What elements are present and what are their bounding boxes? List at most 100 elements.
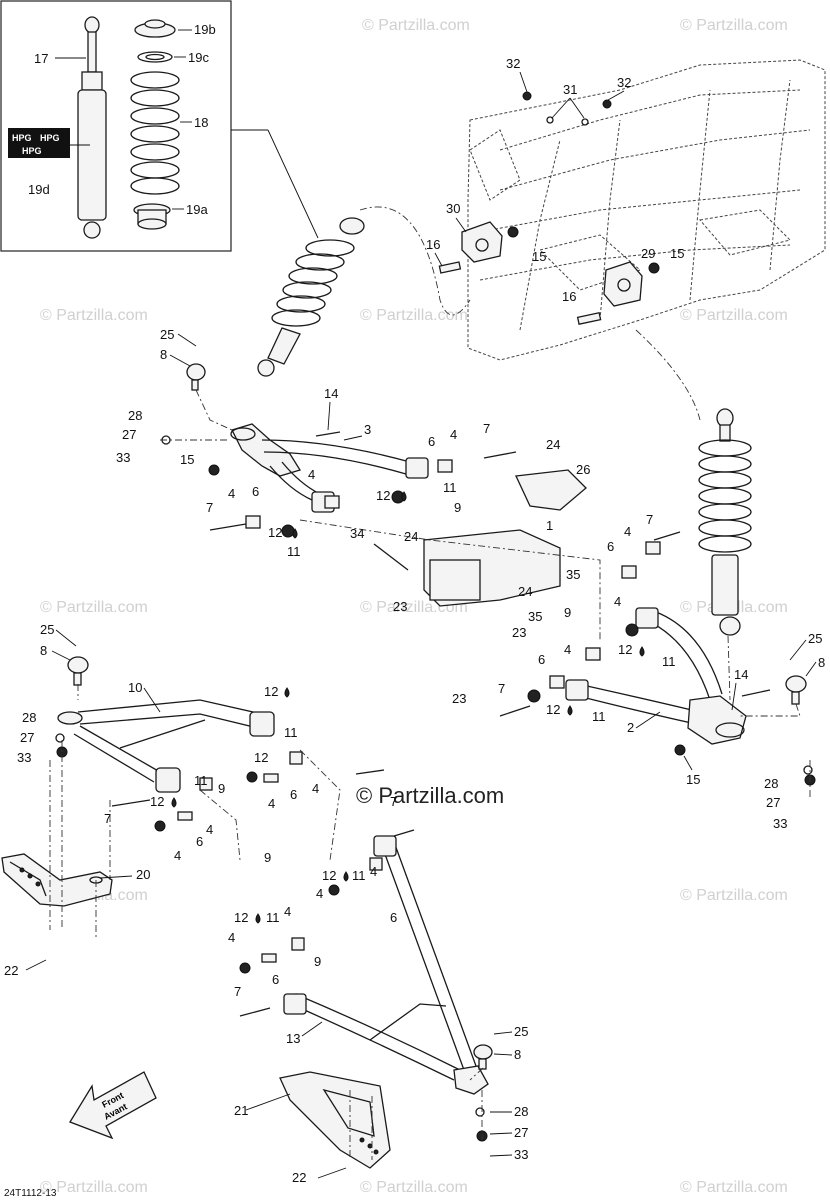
callout-25[interactable]: 25	[40, 622, 54, 637]
callout-6[interactable]: 6	[272, 972, 279, 987]
callout-23[interactable]: 23	[393, 599, 407, 614]
callout-33[interactable]: 33	[773, 816, 787, 831]
callout-7[interactable]: 7	[483, 421, 490, 436]
callout-4[interactable]: 4	[564, 642, 571, 657]
callout-4[interactable]: 4	[308, 467, 315, 482]
callout-26[interactable]: 26	[576, 462, 590, 477]
callout-12[interactable]: 12	[254, 750, 268, 765]
callout-32[interactable]: 32	[506, 56, 520, 71]
callout-11[interactable]: 11	[592, 709, 606, 724]
callout-11[interactable]: 11	[194, 773, 208, 788]
callout-4[interactable]: 4	[228, 486, 235, 501]
callout-11[interactable]: 11	[662, 654, 676, 669]
callout-28[interactable]: 28	[22, 710, 36, 725]
callout-19d[interactable]: 19d	[28, 182, 50, 197]
callout-6[interactable]: 6	[390, 910, 397, 925]
callout-1[interactable]: 1	[546, 518, 553, 533]
callout-7[interactable]: 7	[206, 500, 213, 515]
callout-7[interactable]: 7	[646, 512, 653, 527]
callout-19c[interactable]: 19c	[188, 50, 209, 65]
callout-9[interactable]: 9	[264, 850, 271, 865]
callout-17[interactable]: 17	[34, 51, 48, 66]
callout-6[interactable]: 6	[428, 434, 435, 449]
callout-12[interactable]: 12	[618, 642, 632, 657]
callout-28[interactable]: 28	[514, 1104, 528, 1119]
callout-11[interactable]: 11	[443, 480, 457, 495]
callout-4[interactable]: 4	[206, 822, 213, 837]
callout-30[interactable]: 30	[446, 201, 460, 216]
callout-24[interactable]: 24	[518, 584, 532, 599]
callout-7[interactable]: 7	[104, 811, 111, 826]
callout-29[interactable]: 29	[641, 246, 655, 261]
callout-11[interactable]: 11	[266, 910, 280, 925]
callout-35[interactable]: 35	[528, 609, 542, 624]
callout-15[interactable]: 15	[180, 452, 194, 467]
callout-18[interactable]: 18	[194, 115, 208, 130]
callout-4[interactable]: 4	[284, 904, 291, 919]
callout-14[interactable]: 14	[734, 667, 748, 682]
callout-20[interactable]: 20	[136, 867, 150, 882]
callout-15[interactable]: 15	[670, 246, 684, 261]
callout-4[interactable]: 4	[450, 427, 457, 442]
callout-19a[interactable]: 19a	[186, 202, 208, 217]
callout-6[interactable]: 6	[196, 834, 203, 849]
callout-4[interactable]: 4	[174, 848, 181, 863]
callout-3[interactable]: 3	[364, 422, 371, 437]
callout-23[interactable]: 23	[452, 691, 466, 706]
callout-16[interactable]: 16	[562, 289, 576, 304]
callout-22[interactable]: 22	[4, 963, 18, 978]
callout-9[interactable]: 9	[218, 781, 225, 796]
callout-31[interactable]: 31	[563, 82, 577, 97]
callout-27[interactable]: 27	[20, 730, 34, 745]
callout-23[interactable]: 23	[512, 625, 526, 640]
callout-8[interactable]: 8	[818, 655, 825, 670]
callout-22[interactable]: 22	[292, 1170, 306, 1185]
callout-4[interactable]: 4	[316, 886, 323, 901]
callout-28[interactable]: 28	[128, 408, 142, 423]
callout-15[interactable]: 15	[686, 772, 700, 787]
callout-27[interactable]: 27	[514, 1125, 528, 1140]
callout-4[interactable]: 4	[614, 594, 621, 609]
callout-21[interactable]: 21	[234, 1103, 248, 1118]
callout-33[interactable]: 33	[17, 750, 31, 765]
callout-24[interactable]: 24	[404, 529, 418, 544]
callout-12[interactable]: 12	[268, 525, 282, 540]
callout-4[interactable]: 4	[624, 524, 631, 539]
callout-4[interactable]: 4	[268, 796, 275, 811]
callout-12[interactable]: 12	[150, 794, 164, 809]
callout-33[interactable]: 33	[514, 1147, 528, 1162]
callout-6[interactable]: 6	[290, 787, 297, 802]
callout-24[interactable]: 24	[546, 437, 560, 452]
callout-11[interactable]: 11	[287, 544, 301, 559]
callout-13[interactable]: 13	[286, 1031, 300, 1046]
callout-2[interactable]: 2	[627, 720, 634, 735]
callout-7[interactable]: 7	[390, 794, 397, 809]
callout-4[interactable]: 4	[228, 930, 235, 945]
callout-27[interactable]: 27	[122, 427, 136, 442]
callout-9[interactable]: 9	[314, 954, 321, 969]
callout-12[interactable]: 12	[264, 684, 278, 699]
callout-12[interactable]: 12	[234, 910, 248, 925]
callout-16[interactable]: 16	[426, 237, 440, 252]
callout-33[interactable]: 33	[116, 450, 130, 465]
callout-11[interactable]: 11	[352, 868, 366, 883]
callout-32[interactable]: 32	[617, 75, 631, 90]
callout-11[interactable]: 11	[284, 725, 298, 740]
callout-12[interactable]: 12	[376, 488, 390, 503]
callout-4[interactable]: 4	[312, 781, 319, 796]
callout-6[interactable]: 6	[252, 484, 259, 499]
callout-6[interactable]: 6	[538, 652, 545, 667]
callout-6[interactable]: 6	[607, 539, 614, 554]
callout-7[interactable]: 7	[234, 984, 241, 999]
callout-15[interactable]: 15	[532, 249, 546, 264]
callout-34[interactable]: 34	[350, 526, 364, 541]
callout-9[interactable]: 9	[454, 500, 461, 515]
callout-35[interactable]: 35	[566, 567, 580, 582]
callout-19b[interactable]: 19b	[194, 22, 216, 37]
callout-25[interactable]: 25	[514, 1024, 528, 1039]
callout-14[interactable]: 14	[324, 386, 338, 401]
callout-8[interactable]: 8	[160, 347, 167, 362]
callout-8[interactable]: 8	[40, 643, 47, 658]
callout-4[interactable]: 4	[370, 864, 377, 879]
callout-25[interactable]: 25	[160, 327, 174, 342]
